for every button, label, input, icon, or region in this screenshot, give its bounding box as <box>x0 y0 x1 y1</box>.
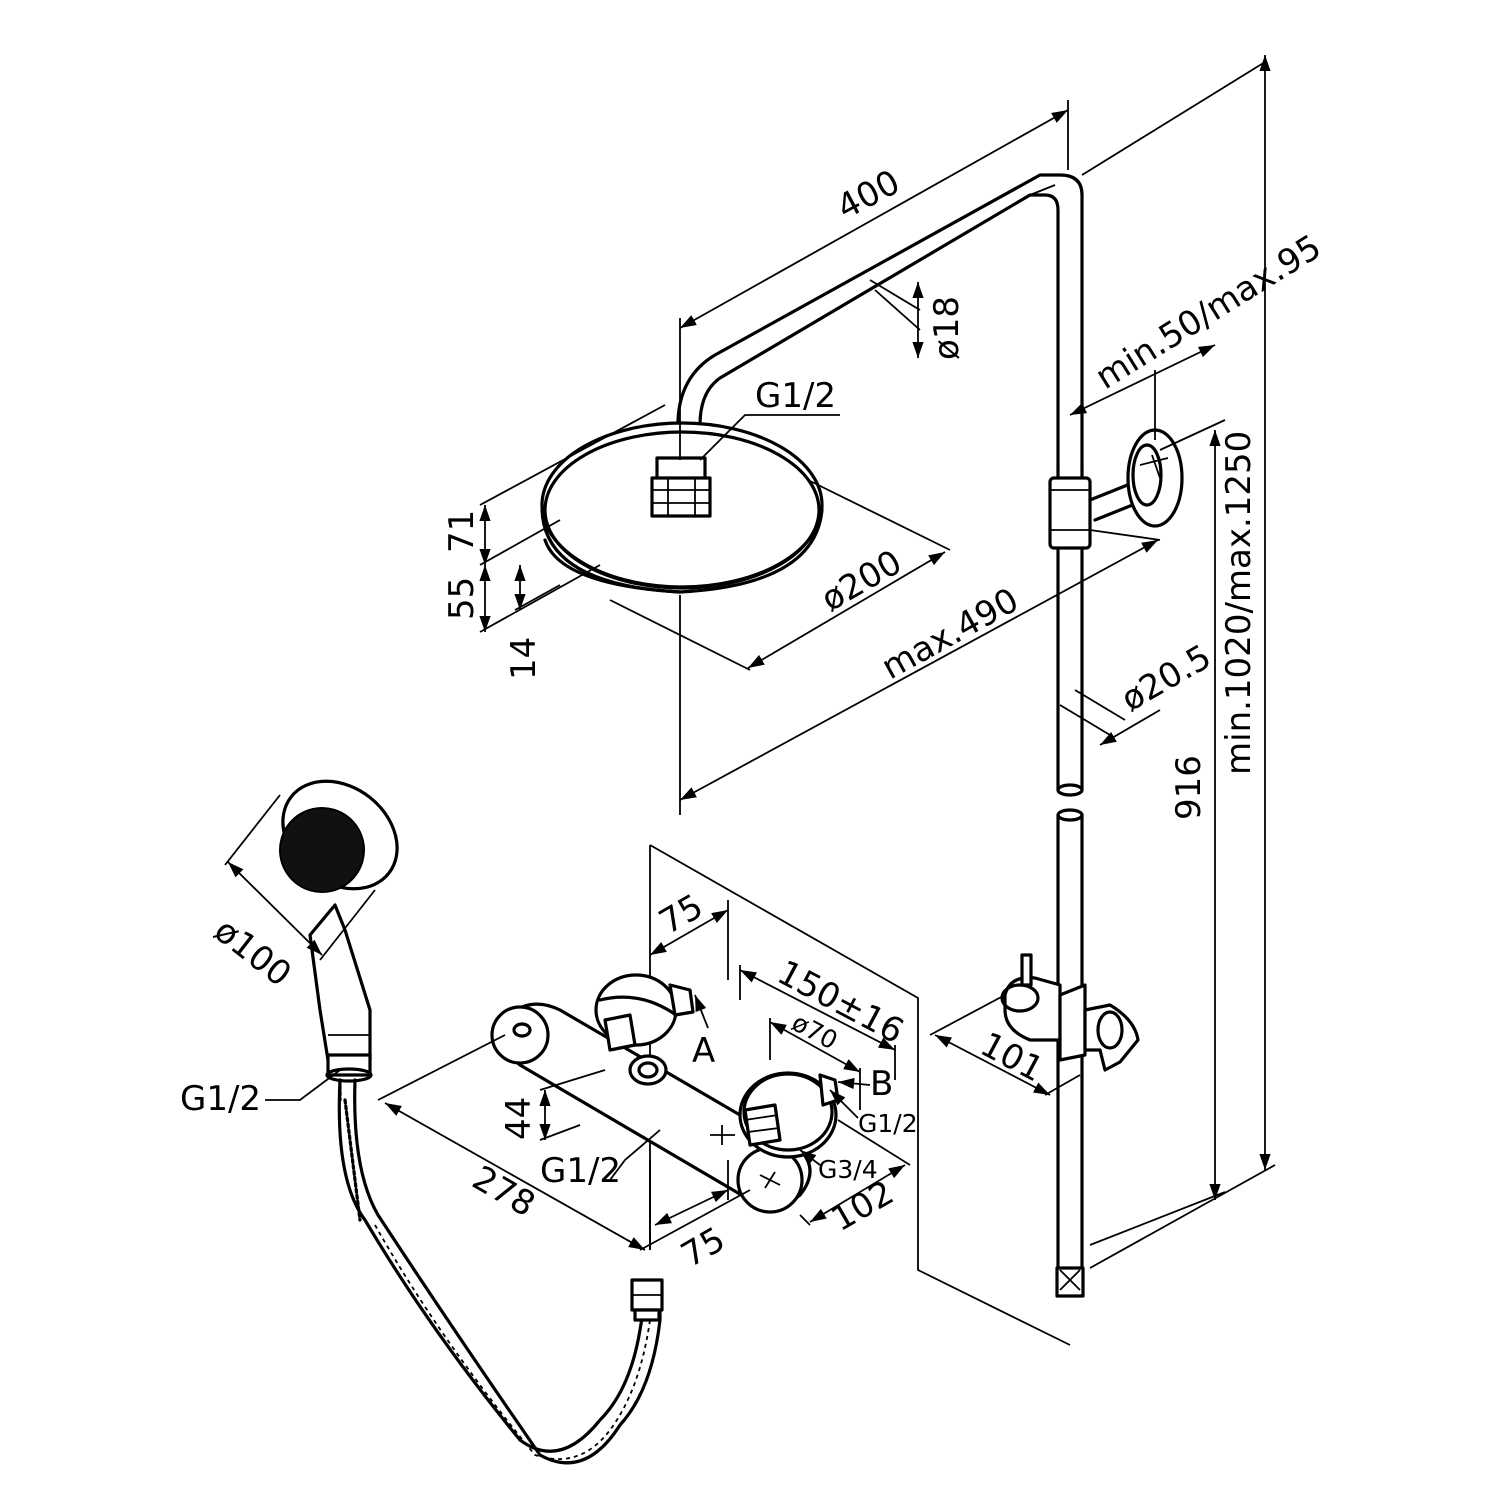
label-width-278: 278 <box>466 1158 542 1225</box>
label-max-490: max.490 <box>875 580 1025 688</box>
label-150-16: 150±16 <box>771 953 910 1052</box>
label-height-14: 14 <box>504 637 544 680</box>
label-dia-200: ø200 <box>815 542 909 619</box>
handshower-holder <box>1000 953 1140 1072</box>
label-dia-18: ø18 <box>927 296 967 360</box>
label-75-bottom: 75 <box>675 1220 732 1276</box>
thermostatic-mixer <box>490 973 840 1214</box>
head-connector-nut <box>650 456 712 518</box>
label-height-71: 71 <box>442 510 482 553</box>
dimension-lines <box>224 55 1276 1269</box>
label-total-height: min.1020/max.1250 <box>1219 431 1259 775</box>
label-height-55: 55 <box>442 577 482 620</box>
wall-bracket <box>1048 428 1184 550</box>
label-mixer-g12: G1/2 <box>540 1151 621 1191</box>
label-400: 400 <box>830 162 906 228</box>
label-outlet-g12: G1/2 <box>858 1109 918 1138</box>
label-A: A <box>692 1031 715 1071</box>
riser-rail <box>1055 468 1085 1298</box>
label-height-916: 916 <box>1169 755 1209 820</box>
label-height-44: 44 <box>499 1097 539 1140</box>
hand-shower <box>279 779 399 1083</box>
label-hand-g12: G1/2 <box>180 1079 261 1119</box>
overhead-shower-arm <box>676 173 1084 472</box>
label-wall-min-max: min.50/max.95 <box>1089 227 1329 398</box>
label-B: B <box>870 1064 893 1104</box>
label-dia-20-5: ø20.5 <box>1115 637 1219 720</box>
label-dia-100: ø100 <box>206 911 298 995</box>
label-inlet-g34: G3/4 <box>818 1155 878 1184</box>
label-arm-g12: G1/2 <box>755 376 836 416</box>
label-75-top: 75 <box>653 887 710 943</box>
